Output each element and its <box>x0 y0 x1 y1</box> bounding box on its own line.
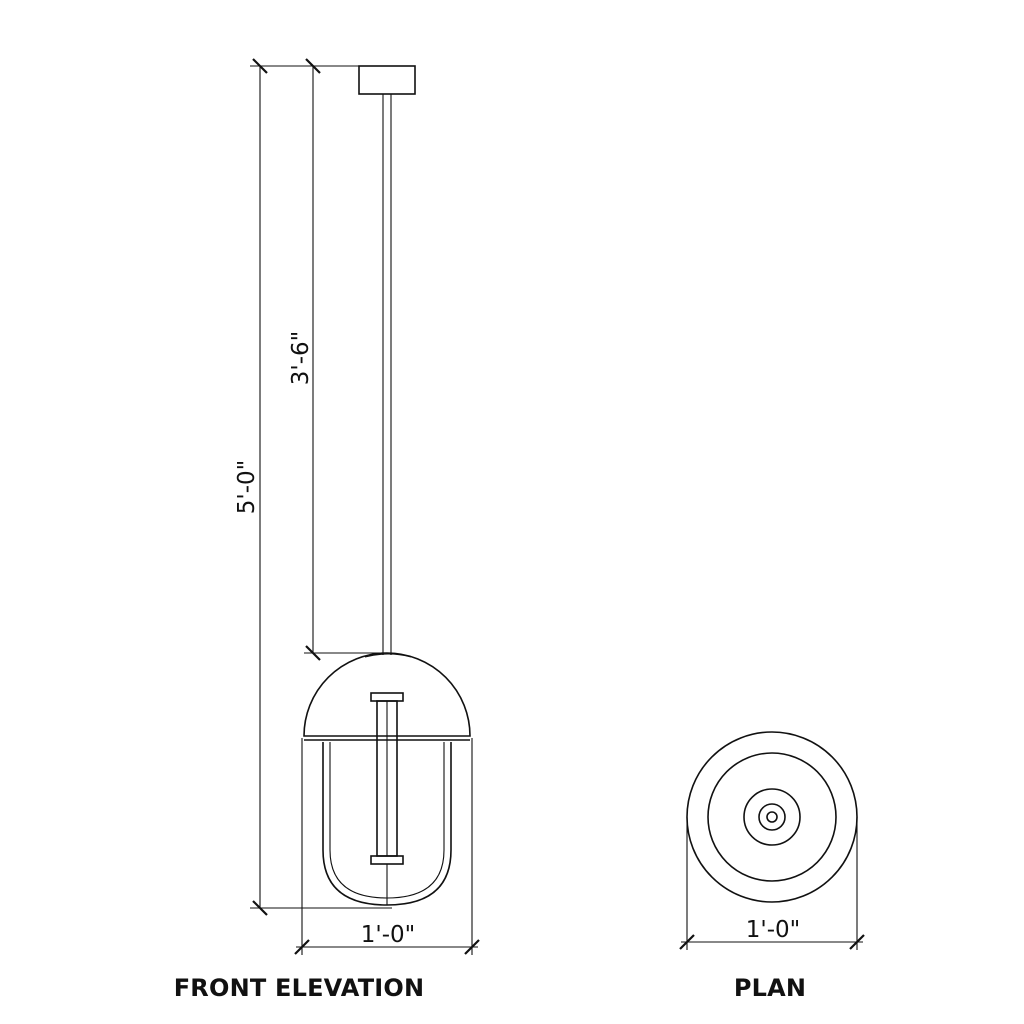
plan-dim-tick-right <box>849 934 865 950</box>
plan-dim-label: 1'-0" <box>746 917 800 943</box>
ceiling-canopy <box>358 65 416 95</box>
led-tube-top-cap <box>370 692 404 702</box>
plan-outer-circle <box>686 731 858 903</box>
dim-drop-tick-bottom <box>305 645 321 661</box>
dim-width-tick-left <box>294 939 310 955</box>
dim-drop-tick-top <box>305 58 321 74</box>
dim-width-tick-right <box>464 939 480 955</box>
plan-rod-circle-outer <box>758 803 786 831</box>
dim-drop-label: 3'-6" <box>288 331 314 385</box>
plan-middle-circle <box>707 752 837 882</box>
front-elevation: 5'-0" 3'-6" 1'-0" FRONT ELEVATION <box>174 58 480 1002</box>
plan-title: PLAN <box>734 974 806 1002</box>
dome-shade-top-lip <box>364 653 412 658</box>
plan-canopy-circle <box>743 788 801 846</box>
dim-width-label: 1'-0" <box>361 922 415 948</box>
plan-view: 1'-0" PLAN <box>679 731 865 1002</box>
dome-shade <box>303 652 471 737</box>
front-elevation-title: FRONT ELEVATION <box>174 974 425 1002</box>
dim-overall-label: 5'-0" <box>234 460 260 514</box>
plan-rod-circle-inner <box>766 811 778 823</box>
dim-overall-tick-top <box>252 58 268 74</box>
dim-overall-tick-bottom <box>252 900 268 916</box>
plan-dim-tick-left <box>679 934 695 950</box>
led-tube-bottom-cap <box>370 855 404 865</box>
